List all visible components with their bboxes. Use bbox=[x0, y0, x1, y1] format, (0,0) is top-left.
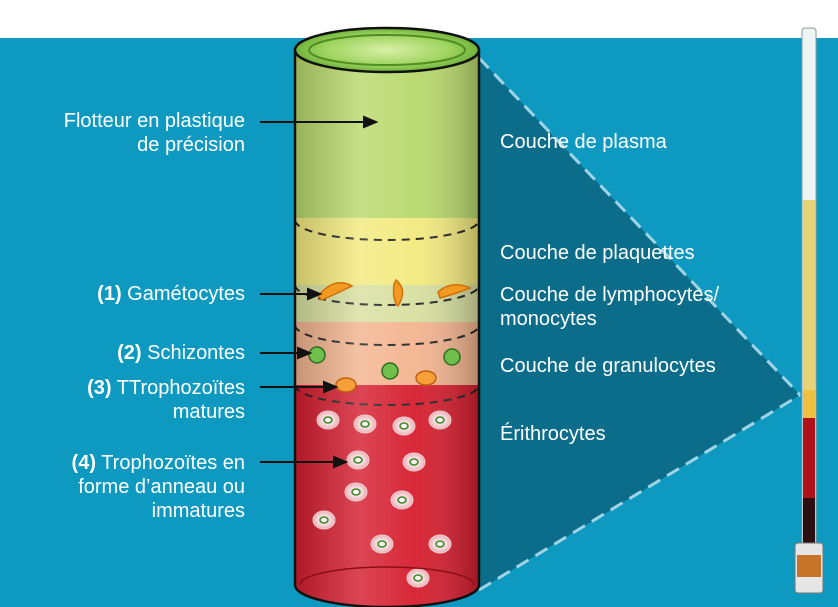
label-ring-trophozoites-line3: immatures bbox=[10, 499, 245, 523]
label-float-line1: Flotteur en plastique bbox=[10, 109, 245, 133]
mature-trophozoite-cell bbox=[416, 371, 436, 385]
tube-layers bbox=[290, 40, 490, 607]
label-gametocytes: (1) Gamétocytes bbox=[10, 282, 245, 306]
label-float-line2: de précision bbox=[10, 133, 245, 157]
erythrocyte-cell bbox=[317, 411, 339, 429]
schizont-cell bbox=[382, 363, 398, 379]
tube-plasma-segment bbox=[803, 200, 815, 390]
erythrocyte-cell bbox=[429, 535, 451, 553]
tube-cap-band bbox=[797, 555, 821, 577]
label-plasma-layer: Couche de plasma bbox=[500, 130, 667, 154]
label-lymphocyte-line1: Couche de lymphocytes/ bbox=[500, 283, 719, 307]
erythrocyte-cell bbox=[391, 491, 413, 509]
label-gametocytes-number: (1) bbox=[97, 283, 121, 305]
schizont-cell bbox=[309, 347, 325, 363]
label-schizontes-text: Schizontes bbox=[147, 342, 245, 364]
erythrocyte-cell bbox=[371, 535, 393, 553]
label-platelet-layer: Couche de plaquettes bbox=[500, 241, 695, 265]
label-erythrocytes: Érithrocytes bbox=[500, 422, 606, 446]
label-ring-trophozoites-line2: forme d’anneau ou bbox=[10, 475, 245, 499]
erythrocyte-cell bbox=[403, 453, 425, 471]
mature-trophozoite-cell bbox=[336, 378, 356, 392]
erythrocyte-cell bbox=[407, 569, 429, 587]
erythrocyte-cell bbox=[429, 411, 451, 429]
tube-buffy-segment bbox=[803, 390, 815, 418]
label-granulocyte-layer: Couche de granulocytes bbox=[500, 354, 716, 378]
schizont-cell bbox=[444, 349, 460, 365]
label-gametocytes-text: Gamétocytes bbox=[127, 283, 245, 305]
label-mature-trophozoites-text: TTrophozoïtes bbox=[117, 377, 245, 399]
tube-red-segment bbox=[803, 418, 815, 498]
tube-dark-segment bbox=[803, 498, 815, 543]
erythrocyte-cell bbox=[393, 417, 415, 435]
erythrocyte-cell bbox=[354, 415, 376, 433]
label-mature-trophozoites-line1: (3) TTrophozoïtes bbox=[10, 376, 245, 400]
label-ring-trophozoites-number: (4) bbox=[72, 452, 96, 474]
label-mature-trophozoites: (3) TTrophozoïtes matures bbox=[10, 376, 245, 424]
label-lymphocyte-line2: monocytes bbox=[500, 307, 719, 331]
label-schizontes-number: (2) bbox=[117, 342, 141, 364]
label-lymphocyte-layer: Couche de lymphocytes/ monocytes bbox=[500, 283, 719, 331]
label-float: Flotteur en plastique de précision bbox=[10, 109, 245, 157]
label-mature-trophozoites-line2: matures bbox=[10, 400, 245, 424]
label-mature-trophozoites-number: (3) bbox=[87, 377, 111, 399]
erythrocyte-cell bbox=[347, 451, 369, 469]
erythrocyte-cell bbox=[313, 511, 335, 529]
label-ring-trophozoites-line1: (4) Trophozoïtes en bbox=[10, 451, 245, 475]
label-schizontes: (2) Schizontes bbox=[10, 341, 245, 365]
label-ring-trophozoites-text: Trophozoïtes en bbox=[101, 452, 245, 474]
erythrocyte-cell bbox=[345, 483, 367, 501]
label-ring-trophozoites: (4) Trophozoïtes en forme d’anneau ou im… bbox=[10, 451, 245, 523]
